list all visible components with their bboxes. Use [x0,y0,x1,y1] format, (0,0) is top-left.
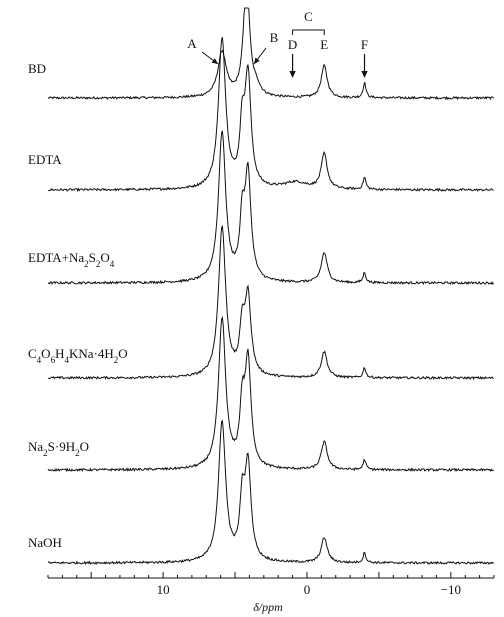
spectrum-line [47,224,494,381]
x-axis-label: δ/ppm [253,600,283,614]
peak-label-e: E [320,37,328,52]
x-tick-label: −10 [441,582,461,597]
x-axis: 10 0 −10 [47,572,495,597]
spectrum-line [47,419,494,566]
series-label: Na2S·9H2O [28,439,89,458]
arrow-head [253,57,260,64]
series-label: BD [28,61,46,76]
peak-label-f: F [361,37,368,52]
spectrum-line [48,37,494,193]
arrow-head [289,71,296,78]
spectrum-line [47,7,494,101]
peak-label-c: C [304,9,313,24]
bracket-c [292,29,325,35]
series-label: EDTA [28,152,62,167]
series-label: C4O6H4KNa·4H2O [28,346,128,365]
peak-label-a: A [187,36,197,51]
x-tick-label: 10 [157,582,170,597]
peak-label-d: D [288,37,297,52]
spectra-group [47,7,495,566]
series-label: NaOH [28,535,62,550]
spectrum-line [47,315,494,473]
arrow-head [211,58,219,64]
series-label: EDTA+Na2S2O4 [28,250,115,269]
spectrum-line [47,130,495,286]
peak-label-b: B [270,30,279,45]
arrow-head [361,71,368,78]
x-tick-label: 0 [304,582,311,597]
